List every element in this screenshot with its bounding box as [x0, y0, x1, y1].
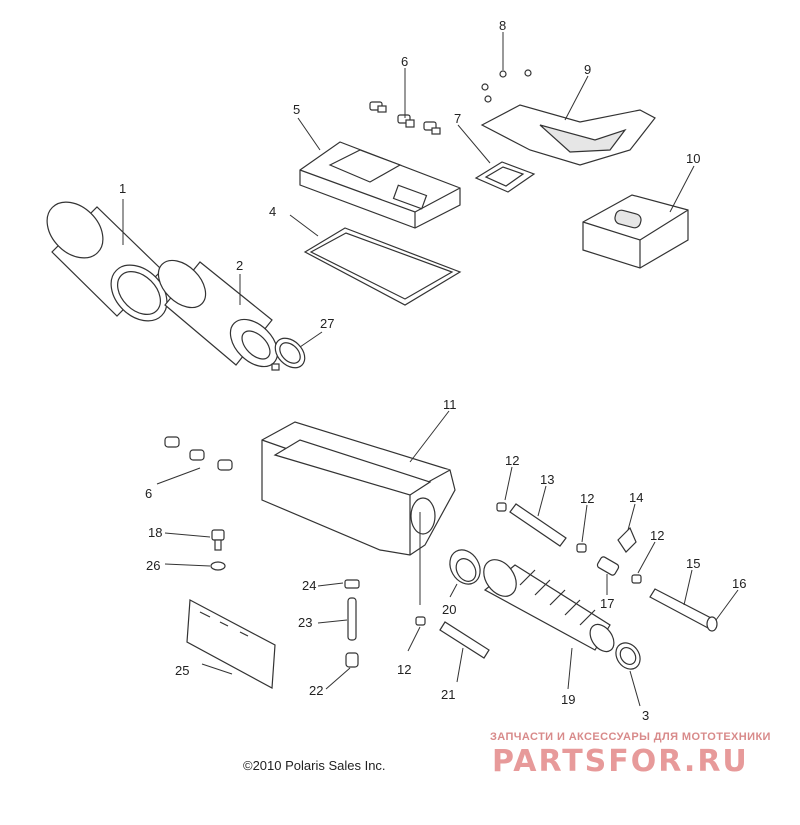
part-17-valve: [596, 556, 620, 576]
leader-lines: [122, 32, 739, 707]
watermark-brand: PARTSFOR.RU: [492, 744, 749, 779]
label-24: 24: [302, 578, 316, 593]
part-8-screws: [481, 69, 532, 103]
label-11: 11: [443, 397, 457, 412]
label-13: 13: [540, 472, 554, 487]
label-12-d: 12: [397, 662, 411, 677]
part-23-tube: [347, 597, 357, 641]
part-27-clamp: [271, 337, 306, 371]
watermark-tagline: ЗАПЧАСТИ И АКСЕССУАРЫ ДЛЯ МОТОТЕХНИКИ: [490, 731, 771, 743]
label-19: 19: [561, 692, 575, 707]
label-6-lower: 6: [145, 486, 152, 501]
part-14-clip: [617, 526, 637, 553]
label-9: 9: [584, 62, 591, 77]
part-24-clip: [344, 579, 360, 589]
label-1: 1: [119, 181, 126, 196]
part-12-sleeve-c: [631, 574, 642, 584]
part-9-intake-duct: [480, 104, 656, 166]
part-4-gasket: [303, 227, 462, 306]
copyright-notice: ©2010 Polaris Sales Inc.: [243, 758, 386, 773]
label-7: 7: [454, 111, 461, 126]
part-7-duct-gasket: [474, 161, 536, 193]
part-10-foam-block: [582, 194, 689, 269]
part-20-ring: [449, 549, 481, 585]
label-3: 3: [642, 708, 649, 723]
label-16: 16: [732, 576, 746, 591]
part-16-clamp: [706, 616, 718, 632]
label-22: 22: [309, 683, 323, 698]
label-26: 26: [146, 558, 160, 573]
label-4: 4: [269, 204, 276, 219]
part-19-intake-boot: [483, 559, 615, 653]
part-6-fittings-upper: [369, 101, 441, 135]
label-25: 25: [175, 663, 189, 678]
label-12-c: 12: [650, 528, 664, 543]
label-17: 17: [600, 596, 614, 611]
part-12-sleeve-a: [496, 502, 507, 512]
label-18: 18: [148, 525, 162, 540]
part-22-drain-valve: [345, 652, 359, 668]
part-21-hose: [439, 621, 490, 659]
label-20: 20: [442, 602, 456, 617]
label-15: 15: [686, 556, 700, 571]
label-6-upper: 6: [401, 54, 408, 69]
label-10: 10: [686, 151, 700, 166]
label-23: 23: [298, 615, 312, 630]
part-15-hose: [649, 588, 714, 629]
part-13-hose: [509, 503, 567, 547]
label-12-a: 12: [505, 453, 519, 468]
part-5-airbox-cover: [299, 141, 461, 229]
part-26-washer: [210, 561, 226, 571]
label-5: 5: [293, 102, 300, 117]
part-18-fastener: [211, 529, 225, 551]
label-8: 8: [499, 18, 506, 33]
part-1-prefilter-sleeve: [46, 201, 168, 322]
part-11-airbox-housing: [261, 421, 456, 556]
label-12-b: 12: [580, 491, 594, 506]
label-14: 14: [629, 490, 643, 505]
part-12-sleeve-b: [576, 543, 587, 553]
label-27: 27: [320, 316, 334, 331]
part-6-fittings-lower: [164, 436, 233, 471]
part-2-air-filter: [157, 259, 279, 368]
part-3-clamp: [615, 642, 641, 670]
part-12-sleeve-d: [415, 616, 426, 626]
part-25-plate: [186, 599, 276, 689]
label-2: 2: [236, 258, 243, 273]
label-21: 21: [441, 687, 455, 702]
